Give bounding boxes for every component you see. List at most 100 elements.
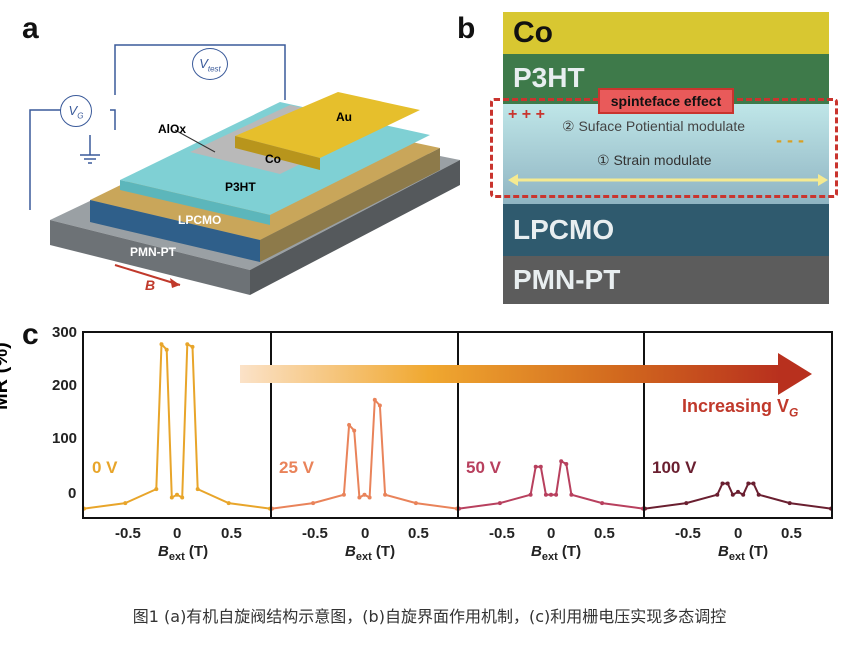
mr-point-1-6 — [362, 492, 367, 497]
x-tick-panel0-neg: -0.5 — [115, 525, 141, 542]
effect-title-box: spinteface effect — [598, 88, 734, 114]
panel-a-label: a — [22, 12, 39, 45]
mr-point-0-9 — [190, 344, 195, 349]
mr-point-1-9 — [377, 403, 382, 408]
x-tick-panel2-neg: -0.5 — [489, 525, 515, 542]
mr-point-0-2 — [154, 487, 159, 492]
vtest-meter: Vtest — [192, 48, 228, 80]
mr-point-2-11 — [600, 501, 605, 506]
layer-co: Co — [503, 12, 829, 54]
voltage-label-25: 25 V — [279, 458, 314, 477]
mr-svg-0 — [84, 341, 270, 511]
label-p3ht: P3HT — [225, 180, 256, 194]
mr-point-1-10 — [383, 492, 388, 497]
positive-charges: + + + — [508, 106, 545, 123]
mr-point-3-1 — [684, 501, 689, 506]
mr-point-2-9 — [564, 462, 569, 466]
mr-point-2-1 — [497, 501, 502, 506]
increasing-vg-label: Increasing VG — [682, 396, 799, 420]
negative-charges: - - - — [776, 130, 804, 150]
mr-point-2-8 — [559, 459, 564, 464]
mr-point-0-0 — [84, 506, 86, 511]
x-axis-label-2: Bext (T) — [531, 543, 582, 563]
mr-point-0-12 — [268, 506, 270, 511]
mr-point-3-2 — [715, 492, 720, 497]
mr-point-3-4 — [725, 481, 730, 486]
voltage-label-0: 0 V — [92, 458, 118, 477]
x-tick-panel1-0: 0 — [361, 525, 370, 542]
layer-lpcmo: LPCMO — [503, 204, 829, 256]
x-tick-panel3-pos: 0.5 — [781, 525, 802, 542]
x-tick-panel3-neg: -0.5 — [675, 525, 701, 542]
mr-point-0-10 — [195, 487, 200, 492]
mr-point-2-10 — [569, 492, 574, 497]
label-au: Au — [336, 110, 352, 124]
mr-point-3-6 — [736, 489, 740, 494]
mr-point-2-2 — [528, 492, 533, 497]
label-pmnpt: PMN-PT — [130, 245, 176, 259]
mr-point-1-3 — [347, 423, 352, 427]
mr-line-series-3 — [645, 482, 831, 510]
mr-point-3-11 — [787, 501, 792, 506]
mr-point-1-2 — [341, 492, 346, 497]
mr-point-3-8 — [746, 481, 751, 486]
mr-point-2-12 — [641, 506, 643, 511]
mr-point-3-5 — [730, 492, 735, 497]
vg-meter: VG — [60, 95, 92, 127]
mr-point-1-7 — [367, 495, 372, 500]
label-lpcmo: LPCMO — [178, 213, 222, 227]
x-tick-panel1-pos: 0.5 — [408, 525, 429, 542]
mr-svg-3 — [645, 481, 831, 511]
voltage-label-100: 100 V — [652, 458, 697, 477]
strain-arrow — [508, 174, 828, 186]
device-schematic — [29, 44, 460, 295]
layer-stack: Co P3HT LPCMO PMN-PT — [503, 12, 829, 304]
strain-label: ① Strain modulate — [597, 152, 712, 168]
mr-point-2-7 — [554, 492, 559, 497]
mr-svg-2 — [459, 459, 643, 511]
mr-point-0-4 — [164, 347, 169, 352]
y-tick-100: 100 — [52, 430, 78, 447]
mr-panel-100v — [643, 331, 833, 519]
x-tick-panel2-pos: 0.5 — [594, 525, 615, 542]
mr-point-1-1 — [311, 501, 316, 506]
mr-point-3-10 — [756, 492, 761, 497]
mr-point-2-3 — [533, 464, 538, 469]
mr-point-2-0 — [459, 506, 461, 511]
mr-panel-50v — [457, 331, 645, 519]
label-co: Co — [265, 152, 281, 166]
x-tick-panel0-pos: 0.5 — [221, 525, 242, 542]
mr-point-1-5 — [357, 495, 362, 500]
mr-line-series-1 — [272, 397, 457, 510]
x-axis-label-3: Bext (T) — [718, 543, 769, 563]
mr-point-3-3 — [720, 481, 725, 486]
x-tick-panel1-neg: -0.5 — [302, 525, 328, 542]
x-tick-panel3-0: 0 — [734, 525, 743, 542]
mr-point-1-11 — [413, 501, 418, 506]
mr-point-1-0 — [272, 506, 274, 511]
mr-point-3-12 — [829, 506, 831, 511]
layer-interface — [503, 104, 829, 204]
mr-point-0-11 — [226, 501, 231, 506]
mr-point-0-5 — [169, 495, 174, 500]
label-b-field: B — [145, 277, 156, 293]
increasing-vg-arrow — [240, 365, 780, 383]
increasing-vg-arrowhead — [778, 353, 812, 395]
y-tick-200: 200 — [52, 377, 78, 394]
y-axis-label: MR (%) — [0, 342, 12, 410]
layer-pmnpt: PMN-PT — [503, 256, 829, 304]
mr-point-1-4 — [352, 428, 357, 433]
mr-point-3-7 — [741, 492, 746, 497]
mr-point-0-7 — [180, 495, 185, 500]
mr-point-3-9 — [751, 481, 756, 486]
label-alox: AlOx — [158, 122, 187, 136]
mr-point-0-1 — [123, 501, 128, 506]
mr-point-1-12 — [455, 506, 457, 511]
y-tick-300: 300 — [52, 324, 78, 341]
panel-b-label: b — [457, 12, 476, 45]
y-tick-0: 0 — [68, 485, 77, 502]
mr-point-3-0 — [645, 506, 647, 511]
voltage-label-50: 50 V — [466, 458, 501, 477]
panel-c-label: c — [22, 318, 39, 351]
x-axis-label-1: Bext (T) — [345, 543, 396, 563]
